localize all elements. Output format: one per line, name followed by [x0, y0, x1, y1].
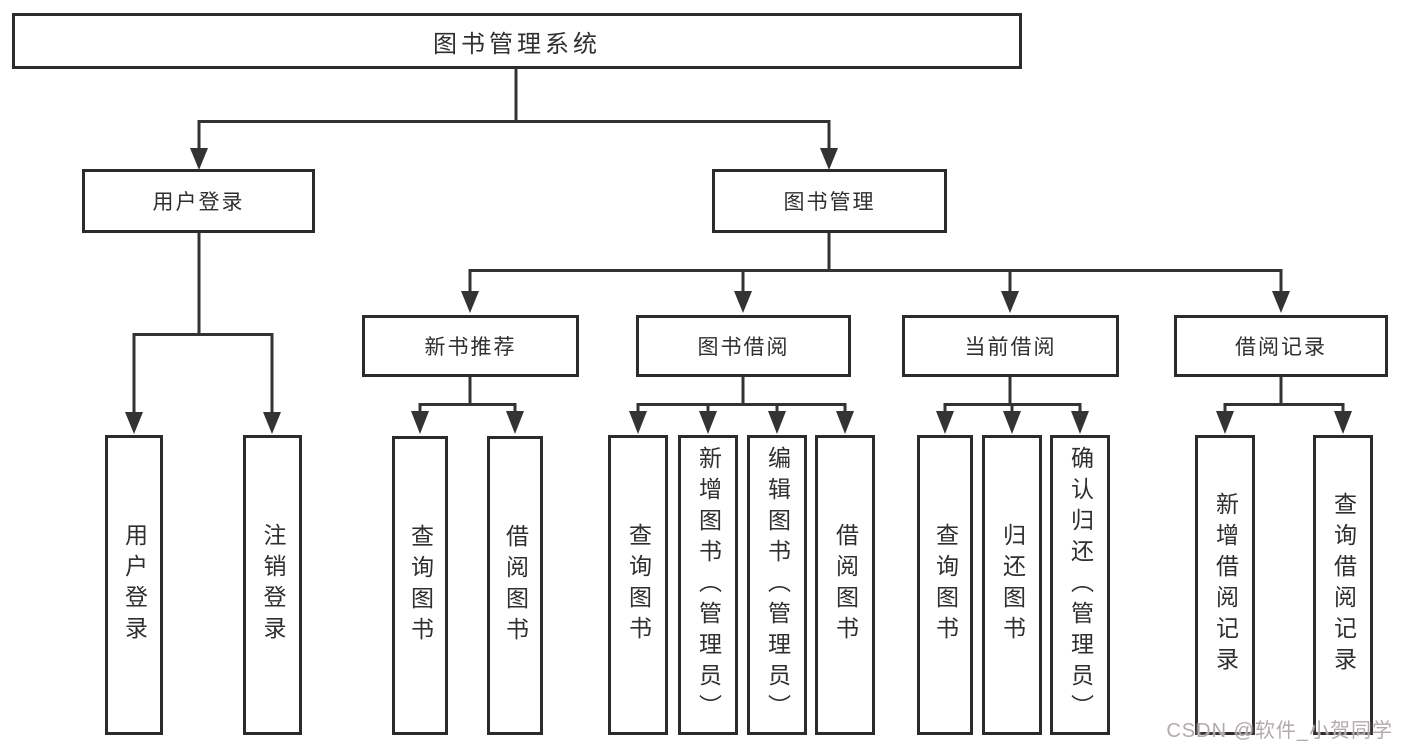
node-root: 图书管理系统: [12, 13, 1022, 69]
node-user-login-label: 用户登录: [152, 191, 245, 214]
leaf-confirm-return-label: 确认归还（管理员）: [1067, 445, 1094, 725]
node-current-borrow-label: 当前借阅: [964, 336, 1057, 359]
leaf-logout: 注销登录: [243, 435, 302, 735]
leaf-query-book-b: 查询图书: [608, 435, 668, 735]
leaf-return-book: 归还图书: [982, 435, 1042, 735]
leaf-query-book-a-label: 查询图书: [407, 523, 434, 648]
leaf-query-borrow-record: 查询借阅记录: [1313, 435, 1373, 735]
node-borrow-record-label: 借阅记录: [1235, 336, 1327, 359]
csdn-watermark: CSDN @软件_小贺同学: [1166, 720, 1393, 742]
node-root-label: 图书管理系统: [433, 30, 601, 58]
leaf-add-book-label: 新增图书（管理员）: [695, 445, 722, 725]
leaf-borrow-book-b-label: 借阅图书: [832, 523, 859, 647]
leaf-query-book-c-label: 查询图书: [932, 523, 959, 647]
node-book-borrow-label: 图书借阅: [697, 336, 790, 359]
leaf-query-book-c: 查询图书: [917, 435, 973, 735]
node-current-borrow: 当前借阅: [902, 315, 1119, 377]
leaf-add-book: 新增图书（管理员）: [678, 435, 738, 735]
leaf-query-book-b-label: 查询图书: [625, 523, 652, 647]
leaf-borrow-book-a: 借阅图书: [487, 436, 543, 735]
node-new-book-recommend-label: 新书推荐: [424, 336, 517, 359]
leaf-borrow-book-b: 借阅图书: [815, 435, 875, 735]
leaf-user-login: 用户登录: [105, 435, 163, 735]
node-borrow-record: 借阅记录: [1174, 315, 1388, 377]
leaf-query-borrow-record-label: 查询借阅记录: [1330, 492, 1357, 678]
leaf-user-login-label: 用户登录: [121, 523, 148, 647]
leaf-add-borrow-record: 新增借阅记录: [1195, 435, 1255, 735]
node-book-management-label: 图书管理: [783, 191, 876, 214]
node-book-management: 图书管理: [712, 169, 947, 233]
node-book-borrow: 图书借阅: [636, 315, 851, 377]
leaf-confirm-return: 确认归还（管理员）: [1050, 435, 1110, 735]
leaf-logout-label: 注销登录: [260, 523, 286, 647]
leaf-edit-book: 编辑图书（管理员）: [747, 435, 807, 735]
leaf-borrow-book-a-label: 借阅图书: [502, 523, 529, 648]
leaf-add-borrow-record-label: 新增借阅记录: [1212, 492, 1239, 678]
leaf-edit-book-label: 编辑图书（管理员）: [764, 445, 791, 725]
leaf-query-book-a: 查询图书: [392, 436, 448, 735]
leaf-return-book-label: 归还图书: [999, 523, 1026, 647]
node-user-login: 用户登录: [82, 169, 315, 233]
node-new-book-recommend: 新书推荐: [362, 315, 579, 377]
